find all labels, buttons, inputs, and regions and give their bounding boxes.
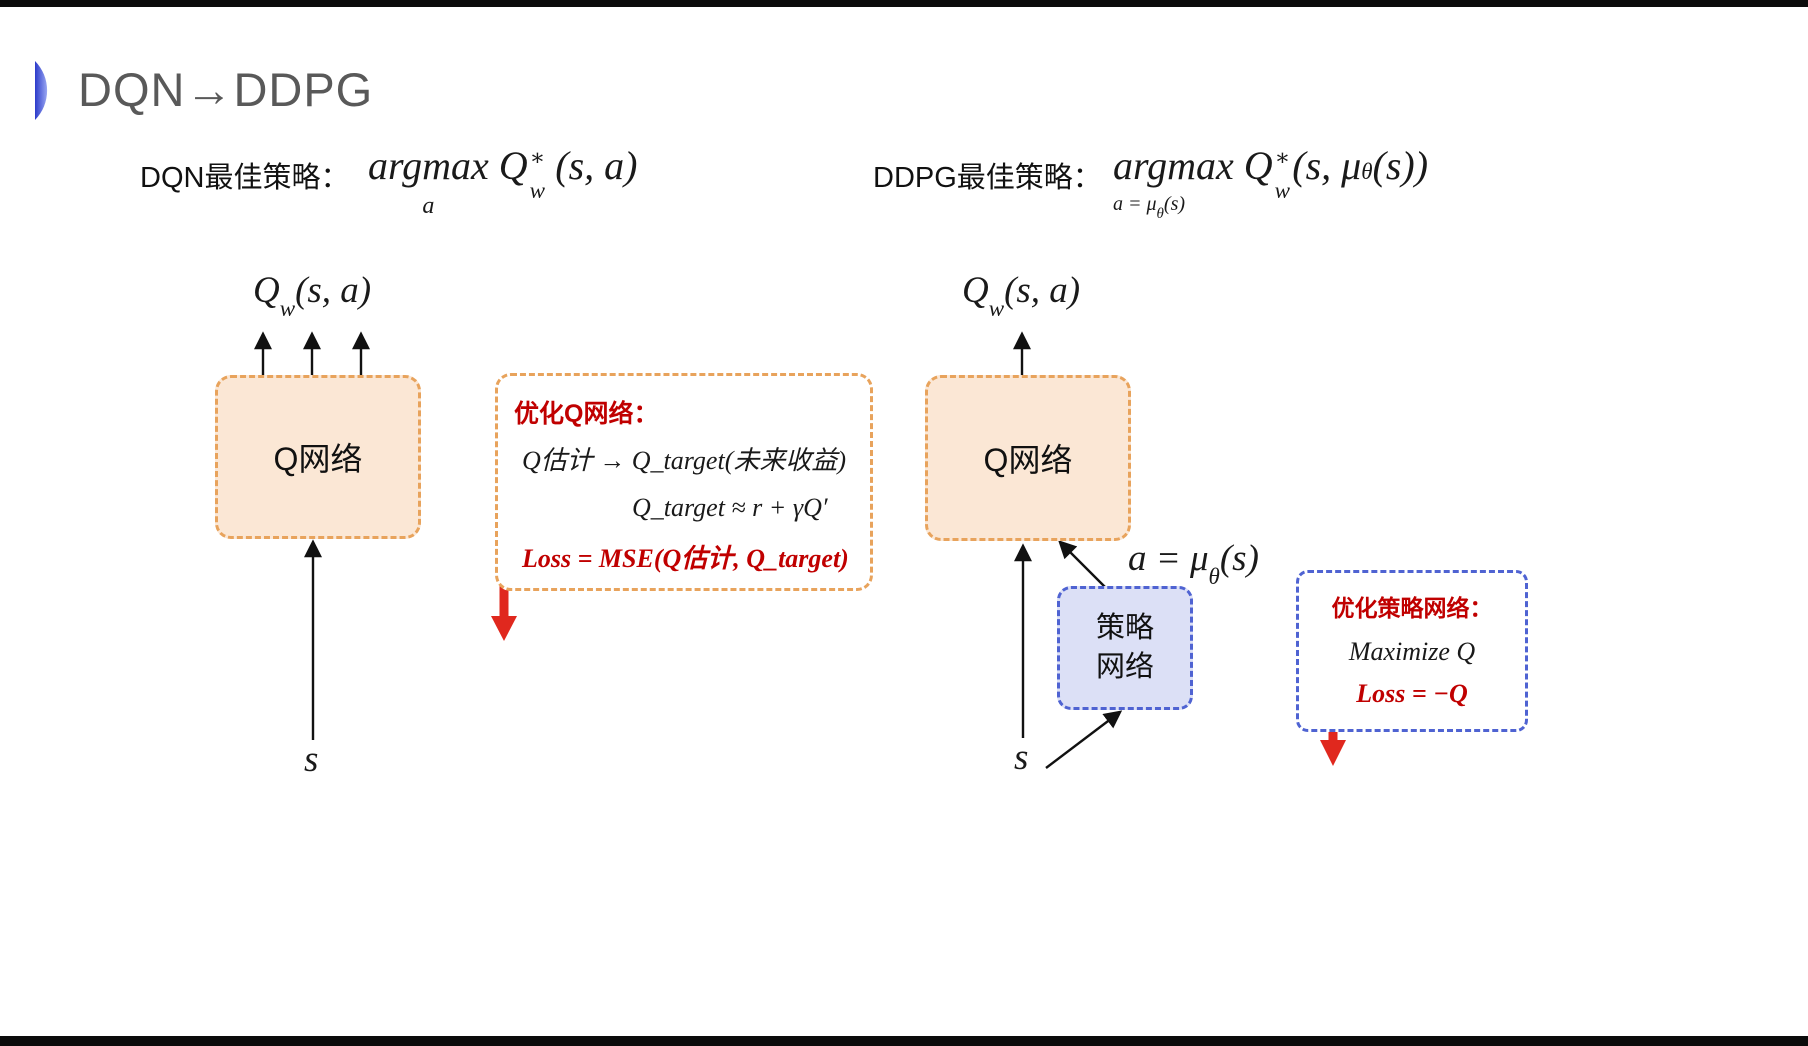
ddpg-argmax-under: a = μθ(s) — [1113, 193, 1186, 222]
ddpg-q-base: Q — [1243, 143, 1273, 188]
ddpg-q-output-label: Qw(s, a) — [962, 270, 1081, 320]
action-pre: a = μ — [1128, 538, 1209, 579]
ddpg-out-q: Q — [962, 270, 989, 311]
dqn-out-sub: w — [279, 296, 296, 321]
red-arrows — [491, 583, 1346, 766]
action-sub: θ — [1208, 564, 1220, 589]
policy-to-qnet-arrow — [1058, 540, 1113, 595]
dqn-policy-formula: argmax a Q ∗ w (s, a) — [368, 143, 638, 219]
state-to-policy-arrow — [1045, 710, 1123, 769]
ddpg-args-post: (s)) — [1372, 143, 1429, 188]
dqn-out-q: Q — [253, 270, 280, 311]
q-opt-title: 优化Q网络： — [514, 400, 659, 428]
ddpg-argmax-block: argmax a = μθ(s) — [1113, 143, 1234, 222]
dqn-qnet-box: Q网络 — [215, 375, 421, 539]
ddpg-q-supsub: ∗ w — [1275, 146, 1291, 202]
ddpg-under-sub: θ — [1156, 206, 1164, 222]
policy-opt-loss: Loss = −Q — [1356, 678, 1468, 708]
q-opt-loss: Loss = MSE(Q估计, Q_target) — [522, 543, 849, 573]
dqn-q-base: Q — [498, 143, 528, 188]
q-opt-box: 优化Q网络： Q估计 → Q_target(未来收益) Q_target ≈ r… — [495, 373, 873, 591]
top-bar — [0, 0, 1808, 7]
ddpg-q-sup: ∗ — [1274, 145, 1291, 170]
ddpg-out-sub: w — [988, 296, 1005, 321]
dqn-out-args: (s, a) — [295, 270, 372, 311]
ddpg-qstar-block: Q ∗ w — [1243, 143, 1293, 203]
q-loss-arrow-head — [491, 616, 517, 641]
dqn-q-sub: w — [529, 178, 545, 203]
ddpg-out-args: (s, a) — [1004, 270, 1081, 311]
dqn-qstar-block: Q ∗ w — [498, 143, 548, 203]
ddpg-action-label: a = μθ(s) — [1128, 538, 1259, 588]
dqn-argmax-block: argmax a — [368, 143, 489, 219]
dqn-formula-args: (s, a) — [555, 143, 638, 188]
page-title: DQN→DDPG — [78, 63, 374, 116]
q-opt-line1: Q估计 → Q_target(未来收益) — [522, 446, 847, 475]
dqn-q-output-label: Qw(s, a) — [253, 270, 372, 320]
bottom-bar — [0, 1036, 1808, 1046]
ddpg-policy-header: DDPG最佳策略： — [873, 162, 1102, 194]
dqn-state-label: s — [304, 739, 319, 780]
ddpg-under-post: (s) — [1163, 193, 1186, 215]
ddpg-args-sub: θ — [1361, 159, 1373, 184]
ddpg-qnet-box: Q网络 — [925, 375, 1131, 541]
black-arrows — [254, 331, 1123, 769]
ddpg-args-pre: (s, μ — [1292, 143, 1362, 188]
dqn-q-supsub: ∗ w — [530, 146, 546, 202]
policy-opt-title: 优化策略网络： — [1331, 595, 1493, 621]
dqn-argmax-text: argmax — [368, 143, 489, 188]
slide-accent-icon — [32, 60, 68, 127]
action-post: (s) — [1219, 538, 1259, 579]
dqn-argmax-under: a — [422, 193, 435, 219]
policy-opt-line1: Maximize Q — [1348, 637, 1476, 666]
ddpg-q-sub: w — [1274, 178, 1290, 203]
dqn-q-sup: ∗ — [529, 145, 546, 170]
dqn-policy-header: DQN最佳策略： — [140, 162, 350, 194]
ddpg-state-label: s — [1014, 737, 1029, 778]
ddpg-argmax-text: argmax — [1113, 143, 1234, 188]
policy-net-box: 策略 网络 — [1057, 586, 1193, 710]
q-opt-line2: Q_target ≈ r + γQ′ — [632, 492, 828, 522]
ddpg-under-pre: a = μ — [1113, 193, 1157, 215]
policy-loss-arrow-head — [1320, 740, 1346, 766]
policy-opt-box: 优化策略网络： Maximize Q Loss = −Q — [1296, 570, 1528, 732]
